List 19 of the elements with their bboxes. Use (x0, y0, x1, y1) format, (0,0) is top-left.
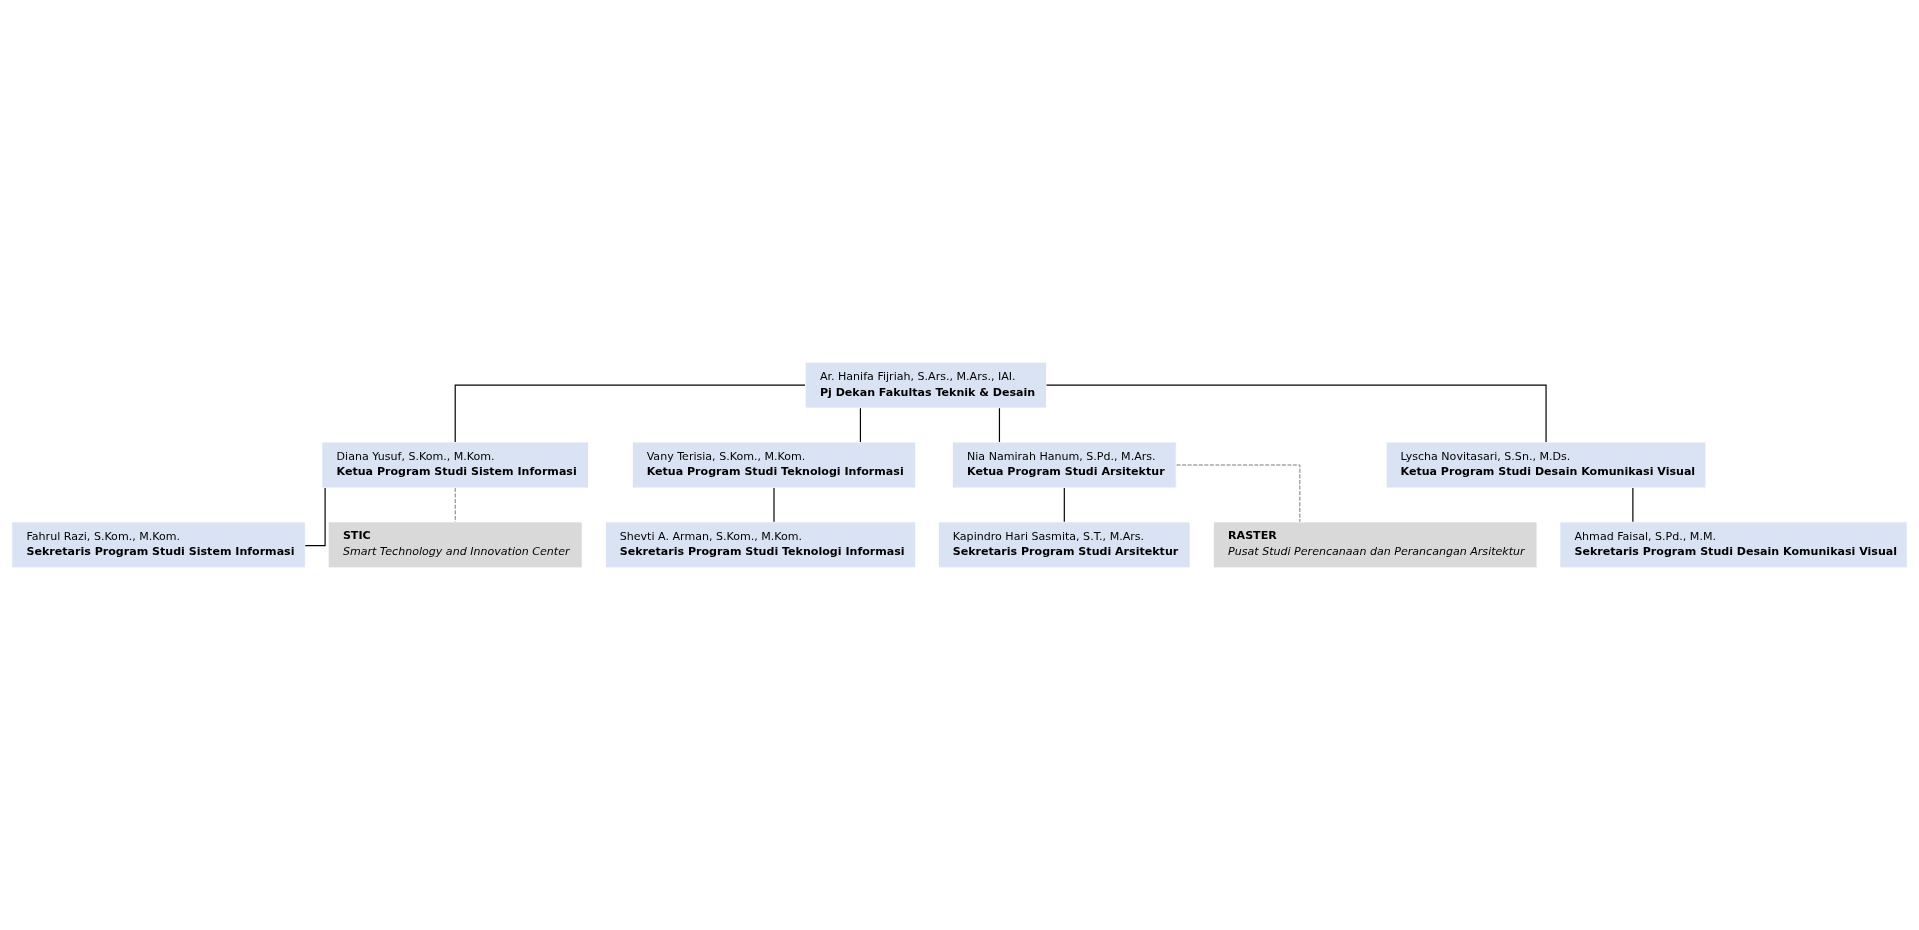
connector (1176, 464, 1301, 523)
node-box: Ahmad Faisal, S.Pd., M.M. Sekretaris Program Studi Desain Komunikasi Visual (1559, 521, 1908, 569)
connector (454, 384, 806, 443)
connector (998, 407, 1001, 443)
connector (454, 487, 456, 523)
connector (1063, 487, 1065, 523)
node-box: Nia Namirah Hanum, S.Pd., M.Ars. Ketua Program Studi Arsitektur (952, 441, 1177, 489)
connector (859, 407, 861, 443)
node-box: Fahrul Razi, S.Kom., M.Kom. Sekretaris Program Studi Sistem Informasi (11, 521, 306, 569)
node-box: Vany Terisia, S.Kom., M.Kom. Ketua Program Studi Teknologi Informasi (632, 441, 916, 489)
connector (1045, 384, 1547, 443)
node-box: RASTER Pusat Studi Perencanaan dan Perancangan Arsitektur (1213, 521, 1538, 569)
node-box: Shevti A. Arman, S.Kom., M.Kom. Sekretaris Program Studi Teknologi Informasi (605, 521, 916, 569)
node-box: Ar. Hanifa Fijriah, S.Ars., M.Ars., IAI. Pj Dekan Fakultas Teknik & Desain (804, 361, 1047, 409)
node-box: Diana Yusuf, S.Kom., M.Kom. Ketua Program Studi Sistem Informasi (321, 441, 589, 489)
node-box: Lyscha Novitasari, S.Sn., M.Ds. Ketua Program Studi Desain Komunikasi Visual (1385, 441, 1707, 489)
node-box: STIC Smart Technology and Innovation Center (327, 521, 583, 569)
connector (1632, 487, 1634, 523)
node-box: Kapindro Hari Sasmita, S.T., M.Ars. Sekretaris Program Studi Arsitektur (938, 521, 1191, 569)
